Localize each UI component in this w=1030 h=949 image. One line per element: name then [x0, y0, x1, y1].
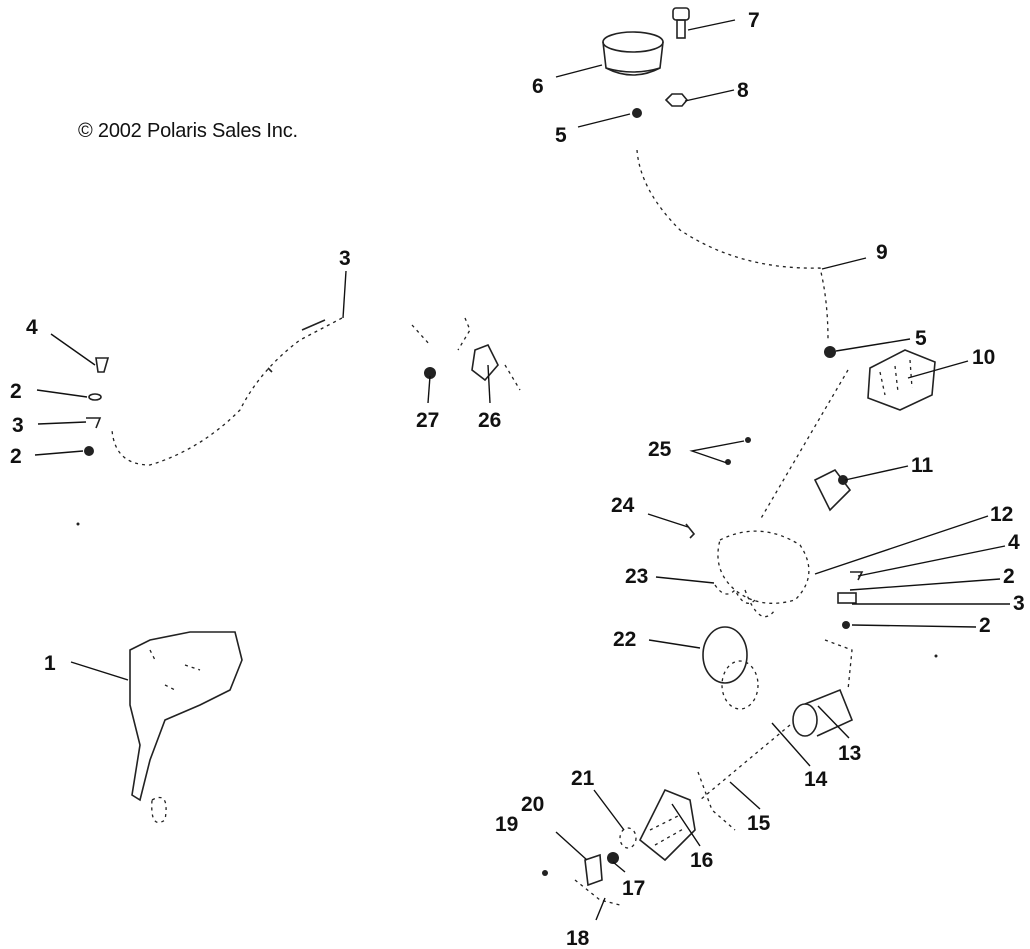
callout-15: 15	[747, 812, 771, 835]
callout-23: 23	[625, 565, 648, 588]
callout-16: 16	[690, 849, 713, 872]
callout-3-right: 3	[1013, 592, 1025, 615]
callout-1: 1	[44, 652, 56, 675]
callout-4-right: 4	[1008, 531, 1020, 554]
pedal-assembly-part	[717, 530, 810, 618]
ring-22-part	[702, 626, 759, 710]
master-cylinder-part	[867, 349, 936, 411]
clevis-part	[574, 853, 621, 906]
callout-11: 11	[911, 454, 934, 477]
copyright-notice: © 2002 Polaris Sales Inc.	[78, 120, 298, 142]
callout-6: 6	[532, 75, 544, 98]
boot-16-part	[638, 788, 696, 862]
callout-labels: 7 6 8 5 9 5 10 11 12 4 2 3 2 13 14 15 16…	[10, 9, 1025, 949]
callout-3-left: 3	[12, 414, 24, 437]
callout-5-top: 5	[555, 124, 567, 147]
callout-22: 22	[613, 628, 636, 651]
screw-24-part	[685, 523, 696, 539]
reservoir-cap-part	[602, 31, 664, 76]
bolt-part	[672, 7, 690, 39]
washer-part-mid	[824, 346, 836, 358]
callout-2-left-b: 2	[10, 445, 22, 468]
callout-7: 7	[748, 9, 760, 32]
callout-12: 12	[990, 503, 1013, 526]
callout-21: 21	[571, 767, 595, 790]
callout-13: 13	[838, 742, 861, 765]
bracket-part	[813, 468, 852, 512]
callout-24: 24	[611, 494, 635, 517]
callout-14: 14	[804, 768, 828, 791]
callout-2-left-a: 2	[10, 380, 22, 403]
washer-part-top	[632, 108, 642, 118]
nut-part	[664, 93, 689, 107]
callout-20: 20	[521, 793, 544, 816]
part-illustrations	[76, 7, 938, 906]
callout-17: 17	[622, 877, 645, 900]
fittings-left-part	[84, 357, 110, 456]
callout-25: 25	[648, 438, 672, 461]
callout-3-left-top: 3	[339, 247, 351, 270]
callout-8: 8	[737, 79, 749, 102]
bracket-26-part	[411, 317, 521, 391]
callout-27: 27	[416, 409, 439, 432]
fittings-right-part	[837, 571, 864, 629]
callout-2-right-a: 2	[1003, 565, 1015, 588]
callout-18: 18	[566, 927, 590, 949]
cylinder-13-part	[792, 639, 854, 737]
callout-9: 9	[876, 241, 888, 264]
callout-2-right-b: 2	[979, 614, 991, 637]
callout-4-left: 4	[26, 316, 38, 339]
callout-5-mid: 5	[915, 327, 927, 350]
leader-lines	[34, 19, 1010, 921]
caliper-part	[129, 631, 243, 824]
bolts-25-part	[725, 437, 751, 465]
callout-10: 10	[972, 346, 995, 369]
callout-19: 19	[495, 813, 518, 836]
callout-26: 26	[478, 409, 501, 432]
